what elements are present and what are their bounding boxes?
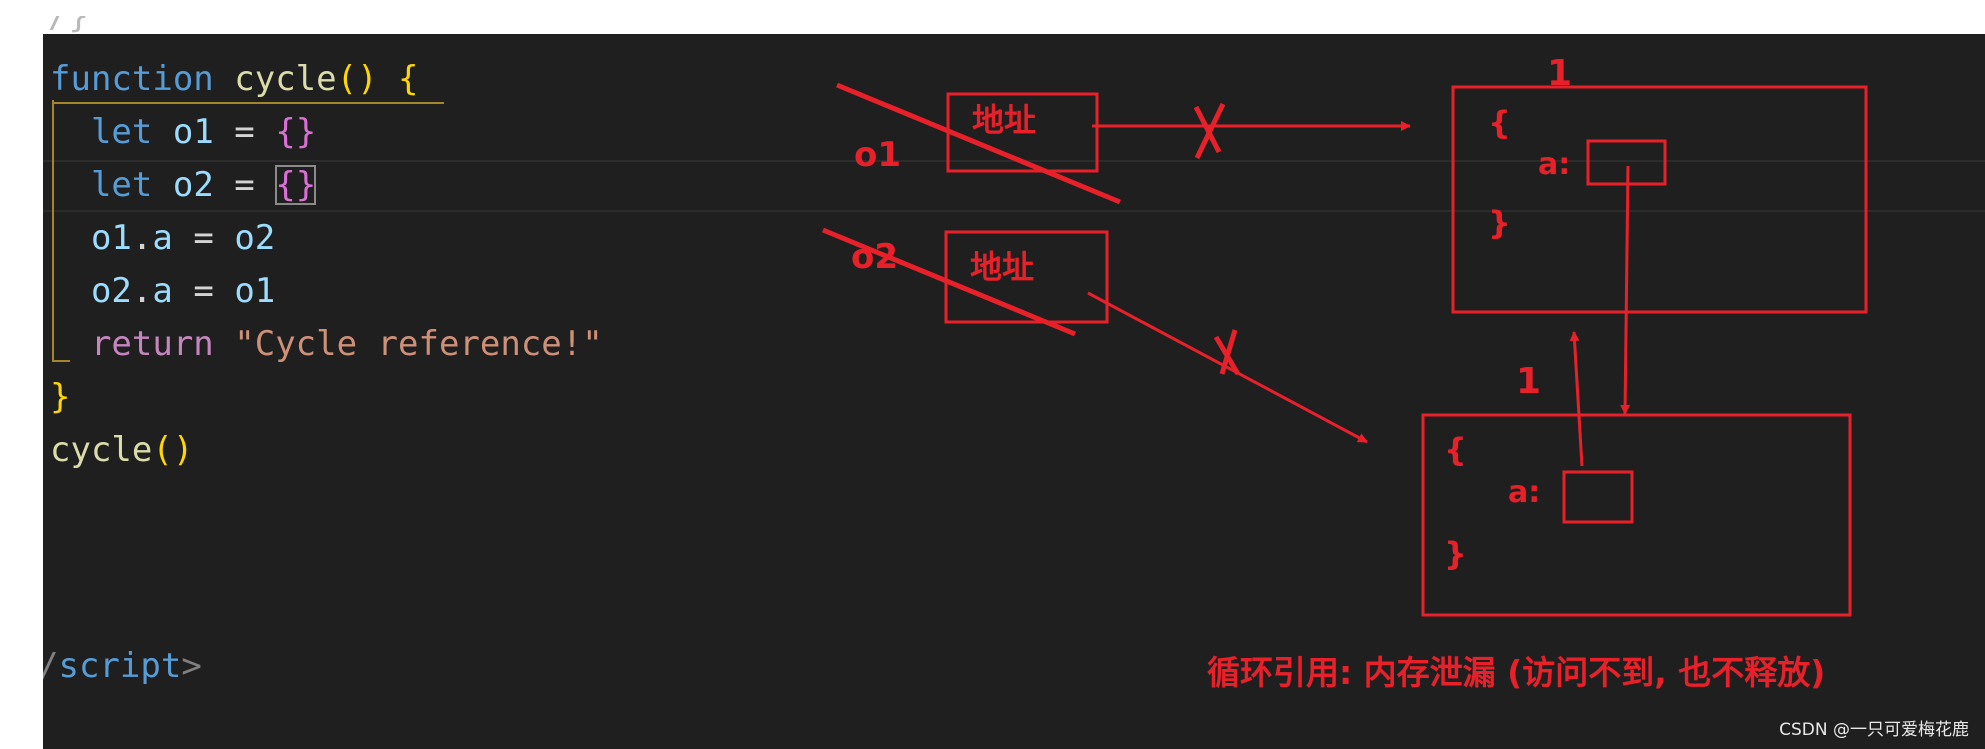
slot-a-bottom bbox=[1562, 470, 1634, 524]
address-label-2: 地址 bbox=[970, 248, 1034, 286]
indent-guide-foot bbox=[52, 360, 70, 362]
code-line-2: let o1 = {} bbox=[50, 106, 316, 159]
assign-operator: = bbox=[234, 112, 255, 152]
address-box-o2 bbox=[944, 230, 1109, 324]
code-line-3: let o2 = {} bbox=[50, 159, 317, 212]
code-line-7: } bbox=[50, 371, 70, 424]
clipped-code-fragment: /} bbox=[48, 16, 88, 34]
assign-operator: = bbox=[193, 271, 214, 311]
function-open-brace: { bbox=[398, 59, 419, 99]
object-box-top bbox=[1451, 85, 1868, 314]
variable-o2: o2 bbox=[172, 165, 214, 205]
property-a: a bbox=[152, 218, 173, 258]
empty-object-literal: {} bbox=[275, 112, 317, 152]
variable-o1: o1 bbox=[172, 112, 214, 152]
call-parens: () bbox=[152, 430, 194, 470]
value-o1: o1 bbox=[234, 271, 276, 311]
bracket-scope-underline bbox=[52, 102, 444, 104]
return-string: "Cycle reference!" bbox=[234, 324, 603, 364]
object-o2: o2 bbox=[90, 271, 132, 311]
assign-operator: = bbox=[193, 218, 214, 258]
strike-o1 bbox=[836, 82, 1121, 205]
object-top-close-brace: } bbox=[1488, 204, 1511, 242]
arrow-o2-to-bottom bbox=[1087, 291, 1368, 444]
object-top-open-brace: { bbox=[1488, 104, 1511, 142]
function-name: cycle bbox=[234, 59, 337, 99]
empty-object-literal-matched: {} bbox=[275, 165, 317, 205]
arrow-top-to-bottom bbox=[1620, 165, 1631, 415]
code-line-6: return "Cycle reference!" bbox=[50, 318, 603, 371]
assign-operator: = bbox=[234, 165, 255, 205]
code-line-4: o1.a = o2 bbox=[90, 218, 276, 258]
function-close-brace: } bbox=[50, 377, 71, 417]
strike-o2 bbox=[822, 227, 1076, 337]
count-bottom: 1 bbox=[1516, 361, 1541, 402]
script-tag-name: script bbox=[58, 646, 182, 686]
code-line-1: function cycle() { bbox=[50, 53, 419, 106]
address-label-1: 地址 bbox=[972, 101, 1036, 139]
object-o1: o1 bbox=[90, 218, 132, 258]
o2-label: o2 bbox=[851, 237, 898, 277]
count-top: 1 bbox=[1547, 53, 1572, 94]
code-editor: function cycle() { let o1 = {} let o2 = … bbox=[43, 34, 1985, 749]
object-top-key: a: bbox=[1538, 147, 1570, 182]
cross-mark-2 bbox=[1213, 329, 1241, 376]
object-box-bottom bbox=[1421, 413, 1852, 617]
code-line-5: o2.a = o1 bbox=[90, 271, 276, 311]
tag-slash: / bbox=[43, 646, 58, 686]
csdn-watermark: CSDN @一只可爱梅花鹿 bbox=[1779, 720, 1969, 740]
let-keyword: let bbox=[90, 112, 153, 152]
property-a: a bbox=[152, 271, 173, 311]
indent-guide bbox=[52, 100, 54, 362]
code-line-9: /script> bbox=[43, 640, 202, 693]
o1-label: o1 bbox=[854, 135, 901, 175]
return-keyword: return bbox=[90, 324, 214, 364]
diagram-caption: 循环引用: 内存泄漏 (访问不到, 也不释放) bbox=[1207, 653, 1825, 692]
value-o2: o2 bbox=[234, 218, 276, 258]
call-name: cycle bbox=[50, 430, 153, 470]
tag-close: > bbox=[181, 646, 202, 686]
current-line-highlight bbox=[43, 160, 1985, 212]
function-parens: () bbox=[336, 59, 378, 99]
let-keyword: let bbox=[90, 165, 153, 205]
object-bottom-key: a: bbox=[1508, 475, 1540, 510]
object-bottom-open-brace: { bbox=[1444, 431, 1467, 469]
object-bottom-close-brace: } bbox=[1444, 535, 1467, 573]
function-keyword: function bbox=[50, 59, 214, 99]
arrow-bottom-to-top bbox=[1569, 331, 1584, 467]
code-line-8: cycle() bbox=[50, 424, 193, 477]
cross-mark-1 bbox=[1193, 102, 1226, 160]
